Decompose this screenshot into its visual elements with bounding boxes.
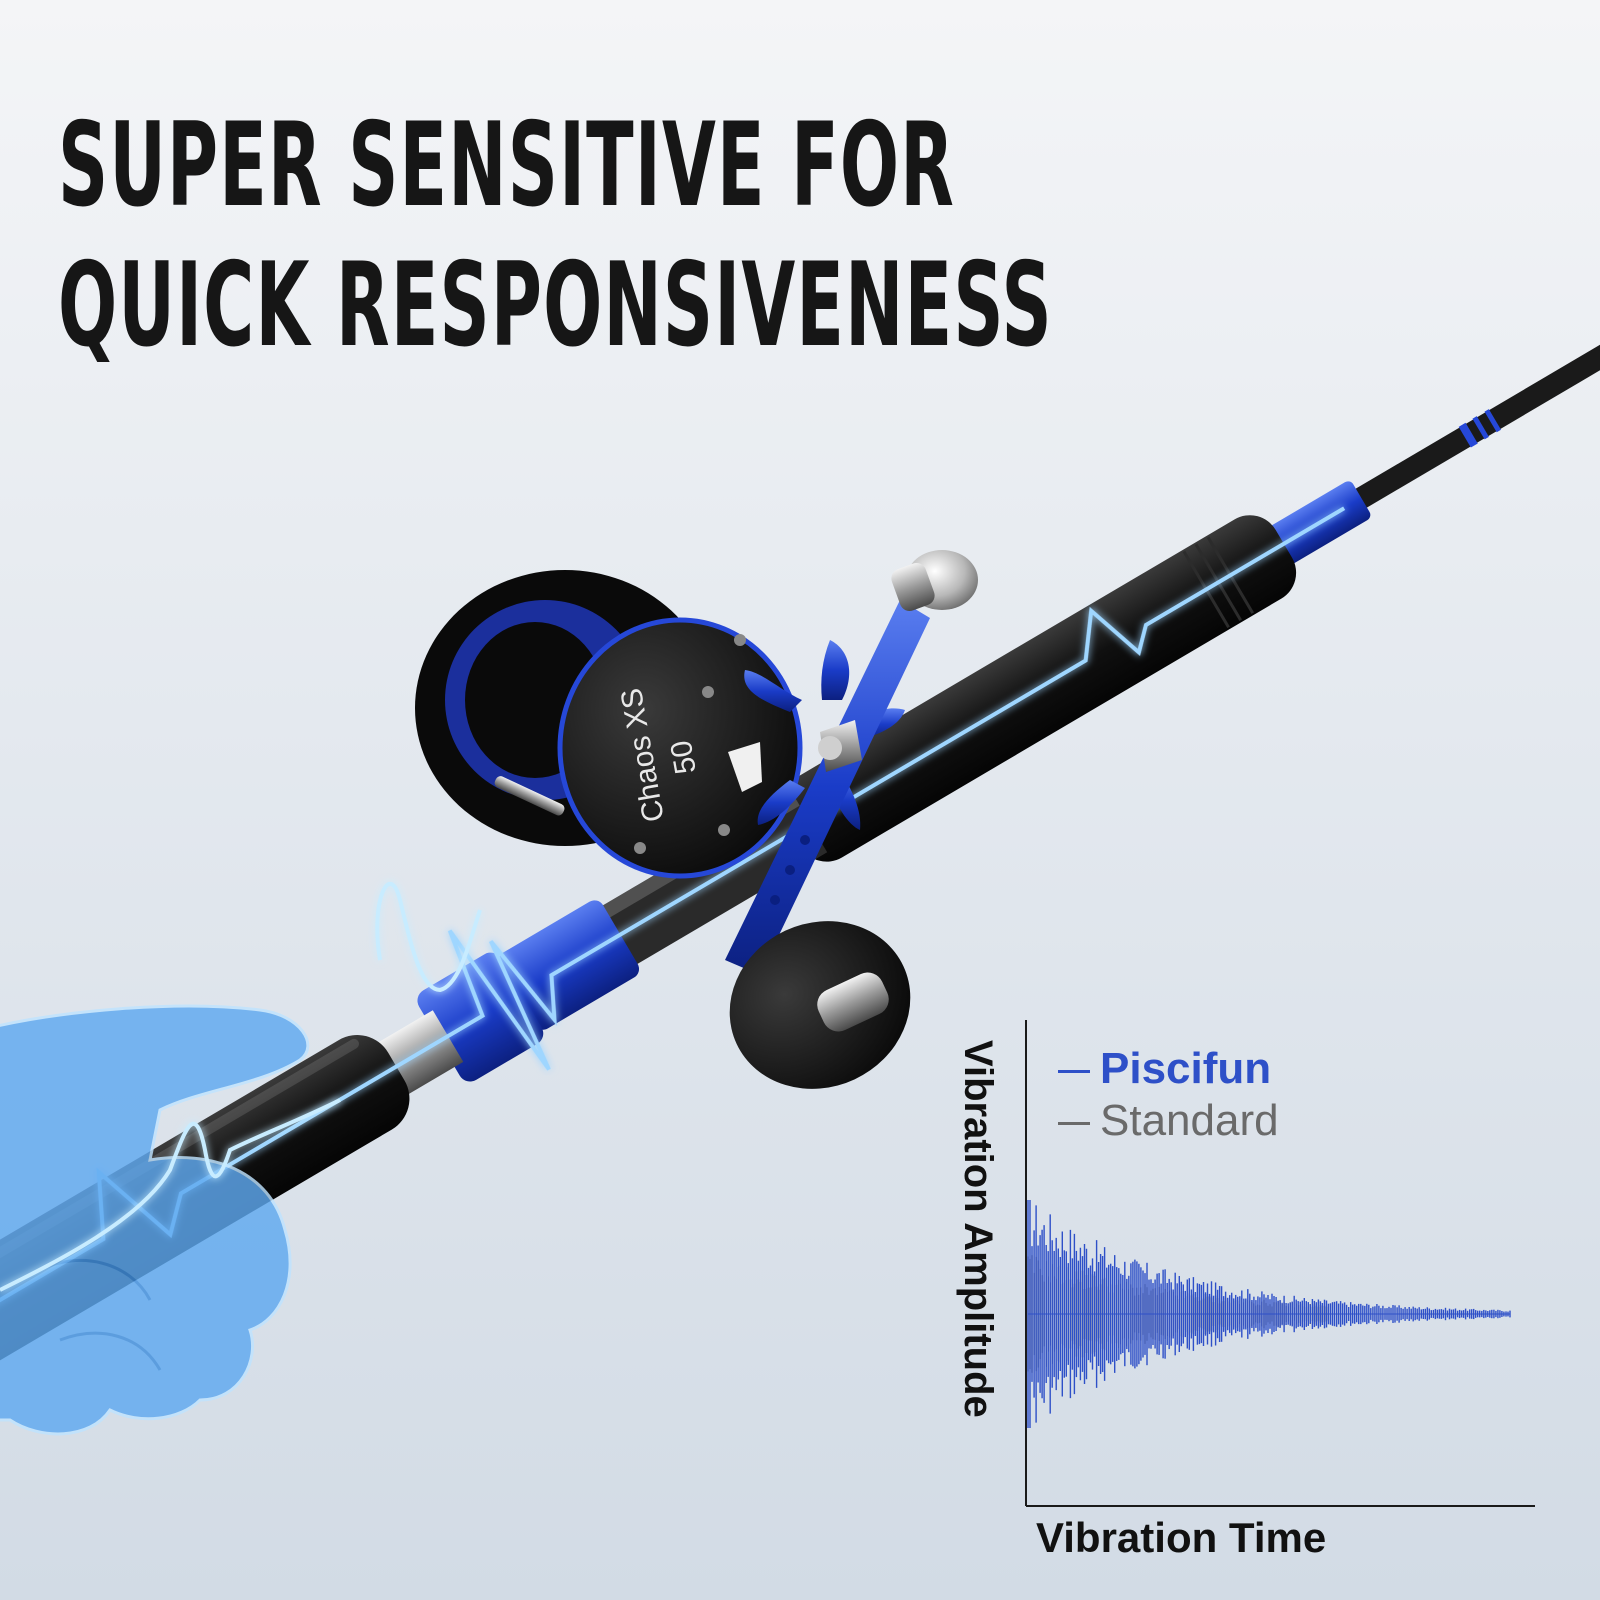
legend-label: Piscifun: [1100, 1044, 1272, 1093]
rod-blue-wrap: [1484, 409, 1502, 433]
rod-blue-wrap: [1458, 422, 1478, 448]
reel-screw: [702, 686, 714, 698]
headline-line-2: QUICK RESPONSIVENESS: [58, 238, 1053, 373]
chart-y-label: Vibration Amplitude: [956, 1040, 1000, 1418]
legend-swatch: [1058, 1069, 1090, 1073]
reel-knob-stem: [891, 562, 935, 612]
star-drag: [744, 640, 905, 830]
handle-hole: [800, 835, 810, 845]
reel-side-plate: [560, 620, 800, 876]
glowing-hand: [0, 1004, 310, 1436]
vibration-pulse-hand: [0, 1098, 341, 1292]
reel-side-ring: [557, 617, 803, 879]
brand-logo: [728, 742, 762, 792]
legend-swatch: [1058, 1121, 1090, 1125]
rod-blue-wrap: [1472, 416, 1489, 440]
chart-series-piscifun: [1027, 1200, 1511, 1428]
legend-label: Standard: [1100, 1096, 1279, 1145]
reel-size-text: 50: [665, 738, 703, 777]
handle-hole: [785, 865, 795, 875]
reel-screw: [718, 824, 730, 836]
rod-blank-tip: [1338, 295, 1600, 518]
vibration-pulse-loop: [375, 882, 482, 993]
reel-screw: [634, 842, 646, 854]
legend-item-standard: Standard: [1058, 1096, 1279, 1146]
reel-level-wind: [494, 776, 565, 816]
headline-line-1: SUPER SENSITIVE FOR: [58, 98, 956, 233]
reel-handle-arm: [725, 600, 930, 975]
legend-item-piscifun: Piscifun: [1058, 1044, 1271, 1094]
handle-hole: [770, 895, 780, 905]
baitcasting-reel: Chaos XS 50: [415, 550, 978, 1089]
reel-screw: [734, 634, 746, 646]
vibration-chart: [1025, 1020, 1535, 1507]
chart-x-label: Vibration Time: [1036, 1514, 1327, 1561]
paddle-knob-plate: [817, 972, 889, 1032]
handle-nut-cap: [818, 736, 842, 760]
